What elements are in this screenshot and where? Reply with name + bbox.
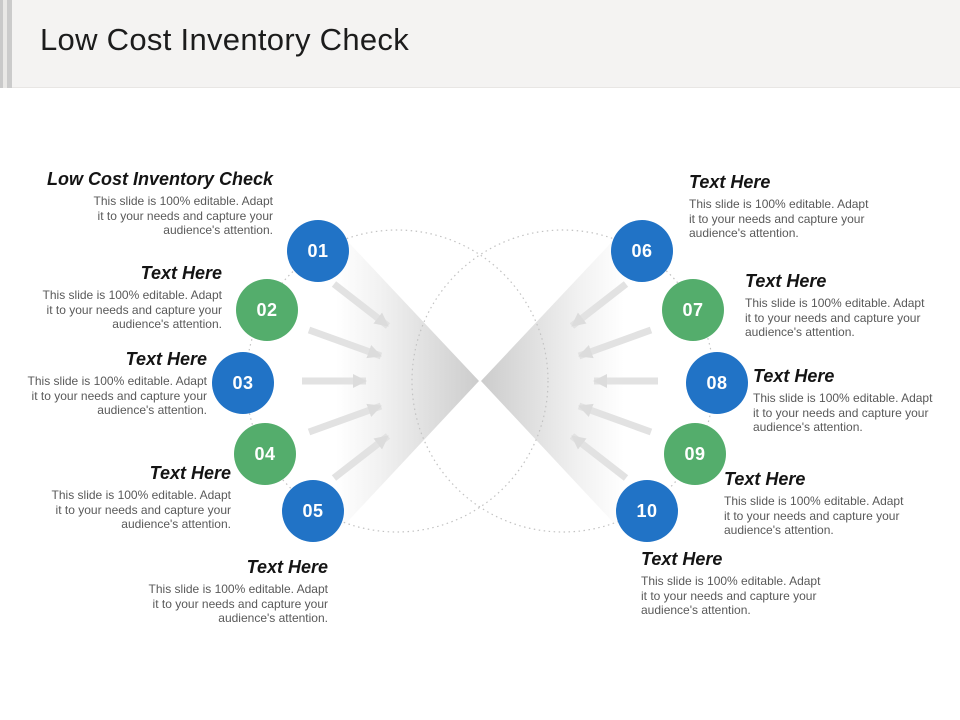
block-body-line: audience's attention. [724, 523, 834, 537]
block-body-line: it to your needs and capture your [745, 310, 921, 325]
decor-stripe [3, 0, 7, 88]
text-block-09: Text Here This slide is 100% editable. A… [724, 470, 936, 538]
arrow-step-01 [331, 281, 391, 329]
step-circle-03: 03 [212, 352, 274, 414]
text-block-08: Text Here This slide is 100% editable. A… [753, 367, 960, 435]
block-heading: Text Here [246, 557, 328, 577]
arrow-step-09 [577, 402, 653, 436]
block-body-line: This slide is 100% editable. Adapt [641, 574, 821, 588]
text-block-07: Text Here This slide is 100% editable. A… [745, 272, 957, 340]
block-body-line: This slide is 100% editable. Adapt [724, 494, 904, 508]
arrow-step-07 [577, 326, 653, 360]
funnel-triangle-left [336, 229, 479, 534]
step-circle-07: 07 [662, 279, 724, 341]
text-block-04: Text Here This slide is 100% editable. A… [19, 464, 231, 532]
step-number: 07 [682, 299, 704, 320]
block-heading: Text Here [149, 463, 231, 483]
arrow-step-04 [307, 402, 383, 436]
block-body-line: audience's attention. [753, 420, 863, 434]
block-body-line: audience's attention. [641, 603, 751, 617]
block-body-line: This slide is 100% editable. Adapt [27, 374, 207, 388]
step-number: 01 [307, 240, 329, 261]
slide-title: Low Cost Inventory Check [40, 22, 410, 57]
step-circle-05: 05 [282, 480, 344, 542]
block-body-line: audience's attention. [163, 223, 273, 237]
step-number: 04 [254, 443, 276, 464]
block-body-line: audience's attention. [218, 611, 328, 625]
arrow-step-06 [569, 281, 629, 329]
block-body-line: This slide is 100% editable. Adapt [753, 391, 933, 405]
block-body-line: it to your needs and capture your [46, 302, 222, 317]
converging-arrows [302, 281, 658, 481]
block-heading: Text Here [641, 549, 723, 569]
step-number: 09 [684, 443, 706, 464]
step-circle-06: 06 [611, 220, 673, 282]
block-heading: Text Here [745, 271, 827, 291]
block-body-line: This slide is 100% editable. Adapt [93, 194, 273, 208]
block-heading: Text Here [140, 263, 222, 283]
block-body-line: it to your needs and capture your [641, 588, 817, 603]
block-heading: Text Here [125, 349, 207, 369]
block-body-line: audience's attention. [745, 325, 855, 339]
block-body-line: it to your needs and capture your [31, 388, 207, 403]
decor-stripe [7, 0, 12, 88]
block-body-line: This slide is 100% editable. Adapt [42, 288, 222, 302]
dashed-ring-left [245, 229, 549, 533]
block-heading: Low Cost Inventory Check [46, 169, 273, 189]
block-body-line: it to your needs and capture your [689, 211, 865, 226]
text-block-02: Text Here This slide is 100% editable. A… [10, 264, 222, 332]
step-circle-01: 01 [287, 220, 349, 282]
block-body-line: it to your needs and capture your [753, 405, 929, 420]
decor-stripe [0, 0, 3, 88]
block-heading: Text Here [753, 366, 835, 386]
block-body-line: audience's attention. [97, 403, 207, 417]
block-body-line: it to your needs and capture your [55, 502, 231, 517]
arrow-step-10 [569, 433, 629, 481]
block-body-line: it to your needs and capture your [724, 508, 900, 523]
step-circle-10: 10 [616, 480, 678, 542]
block-body-line: audience's attention. [121, 517, 231, 531]
step-circle-08: 08 [686, 352, 748, 414]
text-block-10: Text Here This slide is 100% editable. A… [641, 550, 853, 618]
arrow-step-02 [307, 326, 383, 360]
step-circle-04: 04 [234, 423, 296, 485]
block-heading: Text Here [689, 172, 771, 192]
block-body-line: This slide is 100% editable. Adapt [51, 488, 231, 502]
step-number: 05 [302, 500, 324, 521]
block-body-line: This slide is 100% editable. Adapt [689, 197, 869, 211]
slide-header: Low Cost Inventory Check [0, 0, 960, 88]
text-block-01: Low Cost Inventory Check This slide is 1… [21, 170, 273, 238]
step-number: 10 [636, 500, 658, 521]
text-block-05: Text Here This slide is 100% editable. A… [116, 558, 328, 626]
step-circle-09: 09 [664, 423, 726, 485]
block-body-line: it to your needs and capture your [152, 596, 328, 611]
step-number: 06 [631, 240, 653, 261]
block-heading: Text Here [724, 469, 806, 489]
block-body-line: it to your needs and capture your [97, 208, 273, 223]
block-body-line: This slide is 100% editable. Adapt [148, 582, 328, 596]
block-body-line: This slide is 100% editable. Adapt [745, 296, 925, 310]
text-block-03: Text Here This slide is 100% editable. A… [0, 350, 207, 418]
arrow-step-05 [331, 433, 391, 481]
step-number: 08 [706, 372, 728, 393]
step-number: 03 [232, 372, 254, 393]
block-body-line: audience's attention. [112, 317, 222, 331]
text-block-06: Text Here This slide is 100% editable. A… [689, 173, 901, 241]
step-circle-02: 02 [236, 279, 298, 341]
block-body-line: audience's attention. [689, 226, 799, 240]
step-number: 02 [256, 299, 278, 320]
funnel-triangle-right [481, 229, 624, 534]
